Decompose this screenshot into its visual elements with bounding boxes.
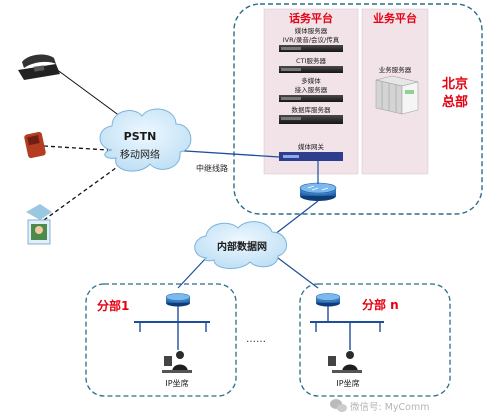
- pda-icon: [26, 204, 52, 245]
- server-label-access: 接入服务器: [295, 85, 328, 94]
- wechat-icon: [330, 399, 347, 412]
- desk-phone-icon: [18, 54, 60, 80]
- intranet-cloud: [194, 221, 287, 269]
- link-phone-pstn: [51, 65, 129, 123]
- business-server-icon: [375, 75, 419, 115]
- business-server-label: 业务服务器: [379, 65, 412, 74]
- link-pda-pstn: [43, 164, 121, 221]
- branch-ellipsis: ……: [246, 334, 266, 345]
- mobile-phone-icon: [24, 131, 46, 159]
- hq-title-line1: 北京: [442, 76, 468, 92]
- branchN-region: [299, 283, 451, 397]
- trunk-line: [169, 149, 280, 158]
- intranet-label: 内部数据网: [217, 240, 267, 253]
- branchN-router-icon: [315, 293, 341, 307]
- server-label-database: 数据库服务器: [292, 105, 332, 114]
- access-server-unit: [279, 95, 343, 102]
- cti-server-unit: [279, 66, 343, 73]
- link-mobile-pstn: [43, 145, 109, 151]
- server-stack: 媒体服务器 IVR/录音/会议/传真 CTI服务器 多媒体 接入服务器 数据库服…: [279, 26, 343, 161]
- mobile-network-label: 移动网络: [120, 148, 160, 161]
- media-gateway-unit: [279, 152, 343, 161]
- branch1-ip-seat-icon: [162, 351, 192, 373]
- server-label-ivr: IVR/录音/会议/传真: [283, 35, 340, 44]
- link-branchN-intranet: [277, 257, 319, 289]
- link-branch1-intranet: [177, 257, 207, 289]
- watermark-text: 微信号: MyComm: [350, 401, 430, 413]
- callcenter-platform-title: 话务平台: [289, 11, 333, 25]
- server-label-multimedia: 多媒体: [301, 76, 321, 85]
- server-label-media: 媒体服务器: [295, 26, 328, 35]
- business-platform-title: 业务平台: [373, 11, 417, 25]
- hq-region: [233, 3, 483, 215]
- callcenter-platform-panel: [263, 8, 359, 175]
- hq-router-icon: [299, 182, 337, 201]
- branch1-region: [85, 283, 237, 397]
- server-label-gateway: 媒体网关: [298, 142, 325, 151]
- server-label-cti: CTI服务器: [296, 56, 326, 65]
- pstn-label: PSTN: [124, 130, 157, 143]
- hq-title-line2: 总部: [442, 94, 468, 110]
- link-hq-intranet: [269, 200, 319, 239]
- database-server-unit: [279, 115, 343, 124]
- branch1-router-icon: [165, 293, 191, 307]
- branch1-seat-label: IP坐席: [165, 378, 188, 388]
- pstn-cloud: [99, 108, 192, 172]
- branch1-title: 分部1: [97, 298, 129, 313]
- branchN-ip-seat-icon: [328, 351, 362, 373]
- media-server-unit: [279, 45, 343, 52]
- branchN-seat-label: IP坐席: [336, 378, 359, 388]
- trunk-label: 中继线路: [196, 163, 228, 173]
- branchN-title: 分部 n: [362, 297, 399, 312]
